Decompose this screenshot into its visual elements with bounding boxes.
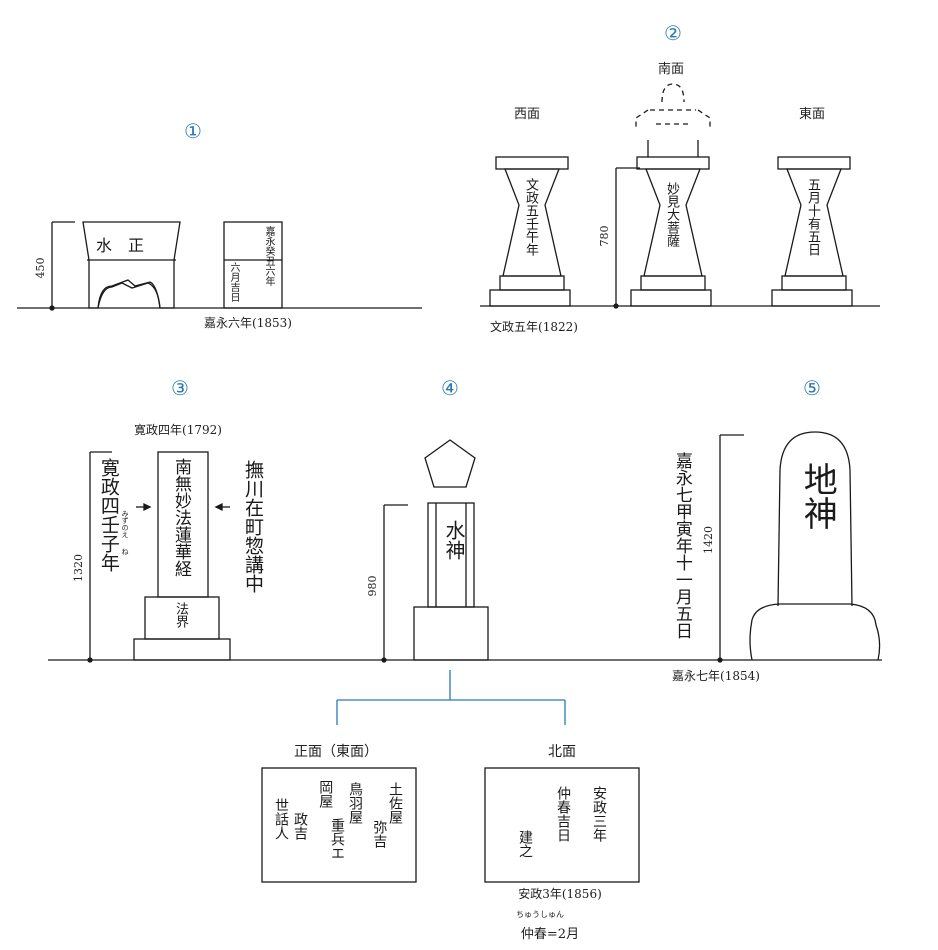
jishin-text: 地神 <box>797 462 838 530</box>
caption-5: 嘉永七年(1854) <box>672 669 760 683</box>
pillar-south-text: 妙見大菩薩 <box>664 182 679 247</box>
face-connector <box>336 670 566 725</box>
pillar-east-text: 五月十有五日 <box>805 178 820 256</box>
daimoku-base-text: 法界 <box>173 602 188 628</box>
stone-basin-label: 水 正 <box>96 236 145 255</box>
front-col-2: 弥吉 <box>371 820 388 848</box>
stone-rock-base <box>749 603 881 661</box>
daimoku-text: 南無妙法蓮華経 <box>171 458 191 577</box>
figure-number-4: ④ <box>441 376 459 400</box>
figure3-right-inscription: 撫川在町惣講中 <box>241 460 264 593</box>
figure-number-3: ③ <box>171 376 189 400</box>
front-col-4: 重兵エ <box>329 818 345 860</box>
figure5-side-inscription: 嘉永七甲寅年十一月五日 <box>671 452 692 639</box>
dim-label-3: 1320 <box>72 554 85 582</box>
dim-label-4: 980 <box>366 576 379 597</box>
pentagon-finial <box>424 439 476 488</box>
stone-marker <box>223 221 283 309</box>
front-col-6: 政吉 <box>292 812 308 840</box>
note-4: 仲春=2月 <box>521 927 579 942</box>
dim-label-5: 1420 <box>702 526 715 554</box>
face-title-east: 東面 <box>799 106 825 122</box>
face-title-west: 西面 <box>514 107 540 122</box>
front-col-5: 岡屋 <box>317 780 334 808</box>
north-col-2: 仲春吉日 <box>555 786 571 842</box>
figure-number-5: ⑤ <box>803 376 821 400</box>
figure3-ruby-2: ね <box>121 548 129 555</box>
dim-label-1: 450 <box>34 258 47 279</box>
dim-label-2: 780 <box>598 226 611 247</box>
north-col-3: 建之 <box>517 830 533 858</box>
stone-marker-col1: 嘉永癸丑六年 <box>263 226 274 286</box>
pillar-south <box>630 140 712 307</box>
front-col-1: 土佐屋 <box>387 782 403 824</box>
pillar-west-text: 文政五壬午年 <box>523 178 538 256</box>
caption-2: 文政五年(1822) <box>490 319 578 334</box>
caption-1: 嘉永六年(1853) <box>204 316 292 330</box>
north-face-title: 北面 <box>548 744 576 760</box>
missing-ornament <box>635 83 711 128</box>
front-face-box <box>261 767 417 883</box>
stone-jishin <box>777 431 853 607</box>
front-col-3: 鳥羽屋 <box>347 782 363 824</box>
figure3-ruby: みずのえ <box>121 510 129 538</box>
front-face-title: 正面（東面） <box>294 744 378 760</box>
suijin-text: 水神 <box>442 520 466 560</box>
front-col-7: 世話人 <box>273 798 289 840</box>
figure3-left-inscription: 寛政四壬子年 <box>97 458 120 572</box>
pillar-east <box>771 156 853 307</box>
figure-number-1: ① <box>184 119 202 143</box>
note-4-ruby: ちゅうしゅん <box>516 910 564 919</box>
face-title-south: 南面 <box>658 61 684 77</box>
pillar-west <box>489 156 571 307</box>
north-col-1: 安政三年 <box>591 786 607 842</box>
caption-3-top: 寛政四年(1792) <box>134 422 222 437</box>
north-face-box <box>484 767 640 883</box>
caption-4: 安政3年(1856) <box>518 886 602 901</box>
stone-marker-col2: 六月吉日 <box>228 262 239 302</box>
figure-number-2: ② <box>664 21 682 45</box>
